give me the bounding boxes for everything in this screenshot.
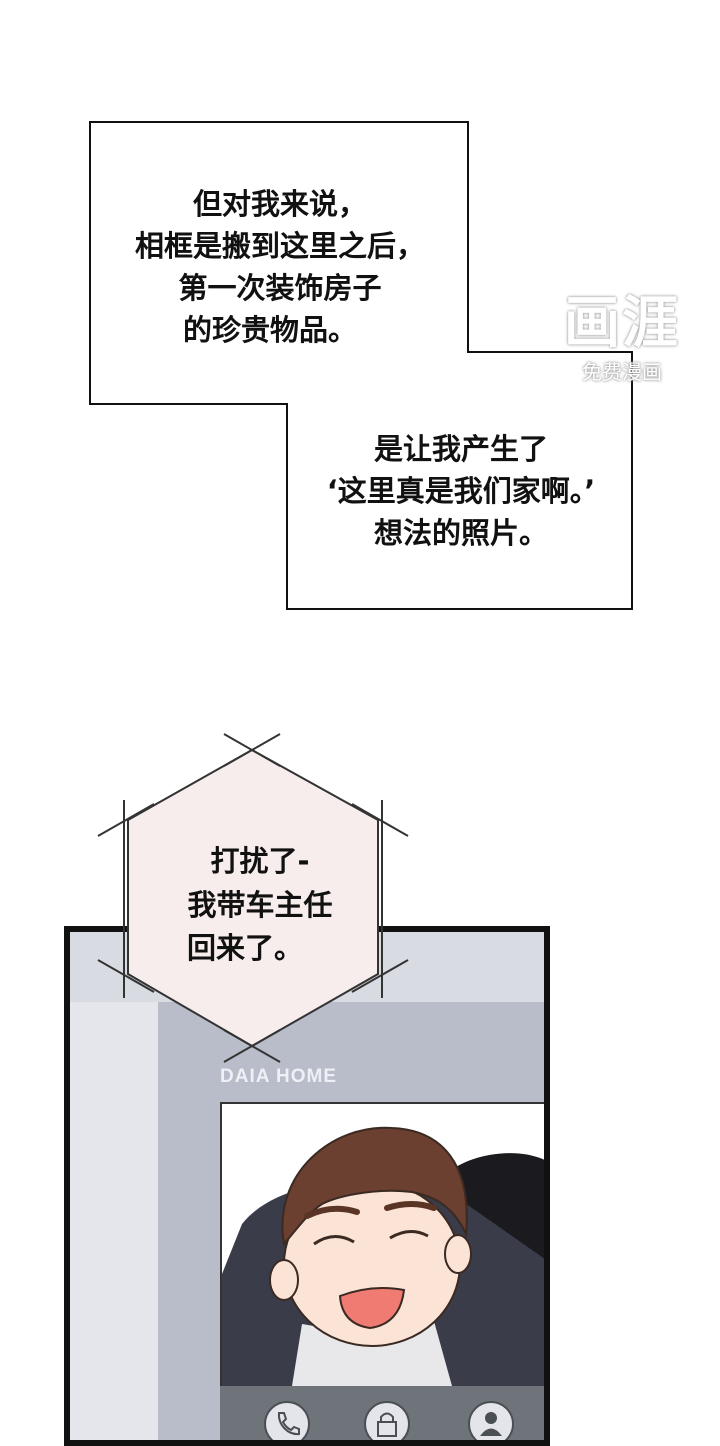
brand-label: DAIA HOME — [220, 1066, 338, 1087]
video-screen — [220, 1102, 544, 1388]
narration-box-outline — [89, 121, 633, 610]
caption-line: 的珍贵物品。 — [182, 313, 357, 348]
caller-portrait — [222, 1126, 544, 1386]
narration-caption-1: 但对我来说， 相框是搬到这里之后， 第一次装饰房子 的珍贵物品。 — [110, 183, 450, 351]
caption-line: 相框是搬到这里之后， — [134, 229, 425, 264]
person-button[interactable] — [468, 1401, 514, 1440]
speech-bubble-shape — [97, 733, 409, 1063]
bubble-line: 回来了。 — [186, 931, 303, 965]
panel-left-strip — [70, 932, 158, 1440]
phone-icon — [277, 1412, 300, 1436]
narration-caption-2: 是让我产生了 ‘这里真是我们家啊。’ 想法的照片。 — [296, 428, 626, 554]
speech-bubble-text: 打扰了- 我带车主任 回来了。 — [150, 840, 370, 971]
bubble-line: 我带车主任 — [187, 887, 333, 922]
watermark-subtitle: 免费漫画 — [582, 360, 662, 384]
intercom-button-bar — [220, 1386, 544, 1440]
caption-line: 第一次装饰房子 — [178, 271, 382, 306]
lock-button[interactable] — [364, 1401, 410, 1440]
phone-button[interactable] — [264, 1401, 310, 1440]
lock-icon — [377, 1412, 397, 1437]
caption-line: 但对我来说， — [192, 187, 367, 221]
caption-line: 是让我产生了 — [373, 432, 548, 466]
bubble-line: 打扰了- — [210, 844, 310, 878]
caption-line: ‘这里真是我们家啊。’ — [326, 474, 596, 509]
watermark-logo: 画涯 — [564, 291, 680, 356]
watermark: 画涯 免费漫画 — [564, 296, 680, 385]
caption-line: 想法的照片。 — [373, 516, 548, 551]
person-icon — [480, 1412, 502, 1436]
